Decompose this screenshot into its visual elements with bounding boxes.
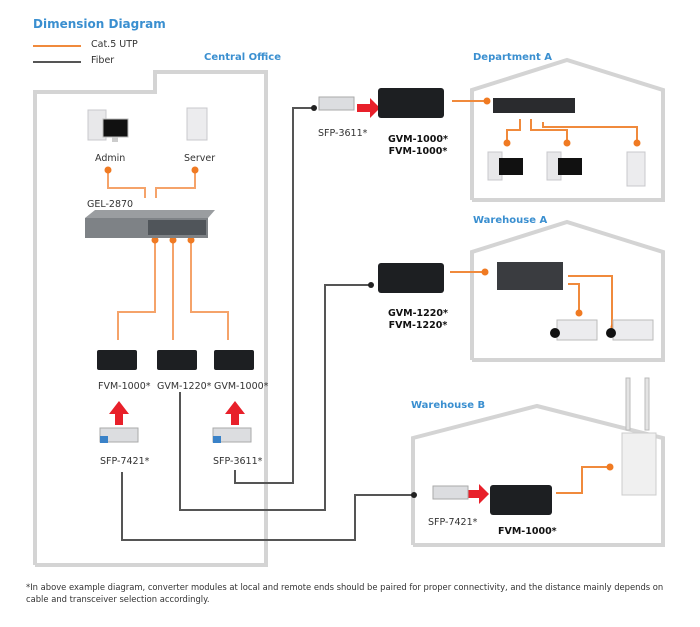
utp-lines-central (107, 170, 229, 340)
sfp-label-7421: SFP-7421* (100, 456, 150, 467)
dept-a-converter-line1: GVM-1000* (388, 134, 448, 145)
central-office-outline (33, 70, 268, 567)
zone-label-warehouse-a: Warehouse A (473, 215, 548, 226)
dept-a-computers-icons (487, 151, 646, 187)
access-point-icon (621, 377, 657, 496)
central-sfp-icons (99, 427, 252, 443)
legend-utp-label: Cat.5 UTP (91, 39, 138, 50)
converter-label-gvm-1220: GVM-1220* (157, 381, 212, 392)
dept-a-sfp-icon (318, 96, 355, 111)
diagram-title: Dimension Diagram (33, 17, 166, 31)
utp-lines-remote (450, 100, 638, 494)
warehouse-a-converter-icon (378, 263, 444, 293)
admin-label: Admin (95, 153, 126, 164)
switch-label: GEL-2870 (87, 199, 134, 210)
utp-dots-central (104, 166, 199, 244)
dept-a-converter-line2: FVM-1000* (388, 146, 448, 157)
legend-fiber-swatch (33, 61, 81, 63)
warehouse-a-converter-label: GVM-1220* FVM-1220* (388, 308, 448, 332)
admin-computer-icon (87, 109, 129, 142)
warehouse-b-converter-label: FVM-1000* (498, 526, 557, 537)
server-tower-icon (186, 107, 208, 141)
central-converters-icons (97, 350, 254, 370)
warehouse-a-converter-line2: FVM-1220* (388, 320, 448, 331)
dept-a-converter-label: GVM-1000* FVM-1000* (388, 134, 448, 158)
warehouse-a-nvr-icon (497, 262, 563, 290)
warehouse-b-outline (411, 403, 665, 547)
department-a-outline (470, 57, 665, 202)
zone-label-warehouse-b: Warehouse B (411, 400, 486, 411)
converter-label-gvm-1000: GVM-1000* (214, 381, 269, 392)
warehouse-a-outline (470, 219, 665, 362)
sfp-label-3611: SFP-3611* (213, 456, 263, 467)
zone-label-central-office: Central Office (204, 52, 281, 63)
warehouse-b-sfp-icon (432, 485, 469, 500)
switch-gel-2870-icon (85, 210, 215, 238)
insert-arrows (109, 98, 489, 504)
converter-label-fvm-1000: FVM-1000* (98, 381, 151, 392)
footnote: *In above example diagram, converter mod… (26, 582, 664, 604)
warehouse-b-converter-icon (490, 485, 552, 515)
warehouse-a-converter-line1: GVM-1220* (388, 308, 448, 319)
fiber-dots (311, 105, 417, 498)
ip-camera-icons (550, 319, 654, 341)
dept-a-switch-icon (493, 98, 575, 113)
dept-a-sfp-label: SFP-3611* (318, 128, 368, 139)
zone-label-department-a: Department A (473, 52, 553, 63)
fiber-lines (121, 107, 414, 541)
legend-utp-swatch (33, 45, 81, 47)
warehouse-b-sfp-label: SFP-7421* (428, 517, 478, 528)
dept-a-converter-icon (378, 88, 444, 118)
server-label: Server (184, 153, 216, 164)
legend-fiber-label: Fiber (91, 55, 115, 66)
